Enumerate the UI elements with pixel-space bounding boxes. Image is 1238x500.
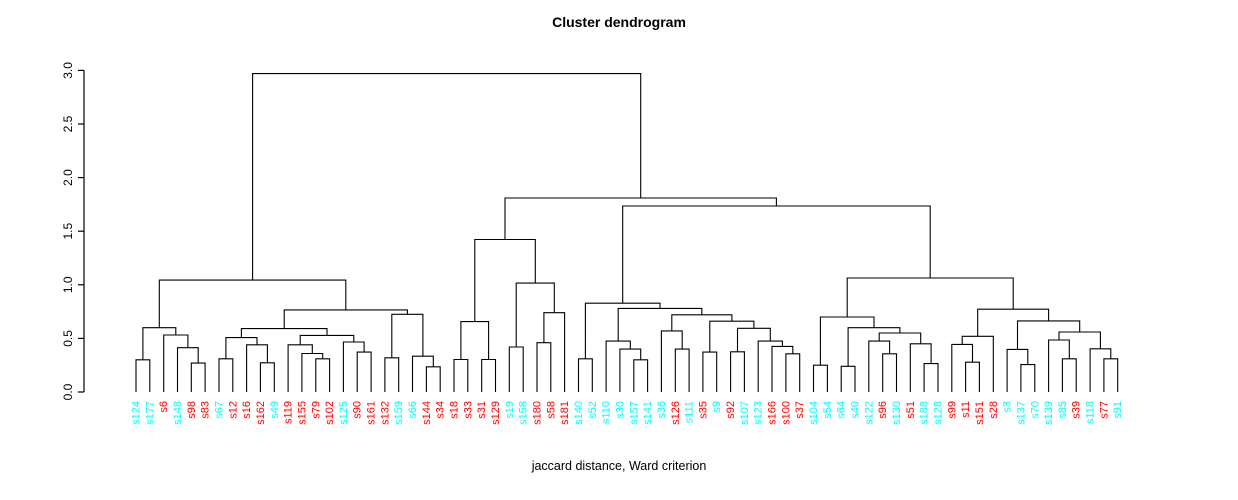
leaf-label-s119: s119	[283, 401, 295, 424]
leaf-label-s33: s33	[462, 401, 474, 419]
leaf-label-s157: s157	[628, 401, 640, 425]
leaf-label-s36: s36	[656, 401, 668, 419]
leaf-label-s85: s85	[1057, 401, 1069, 419]
leaf-label-s177: s177	[144, 401, 156, 425]
leaf-label-s30: s30	[614, 401, 626, 419]
y-tick-label: 0.5	[61, 330, 75, 347]
leaf-label-s139: s139	[1043, 401, 1055, 425]
leaf-label-s34: s34	[435, 401, 447, 419]
leaf-label-s159: s159	[393, 401, 405, 425]
leaf-label-s107: s107	[739, 401, 751, 425]
leaf-label-s49: s49	[269, 401, 281, 419]
leaf-label-s126: s126	[670, 401, 682, 425]
leaf-label-s137: s137	[1015, 401, 1027, 425]
leaf-label-s110: s110	[601, 401, 613, 424]
leaf-label-s11: s11	[960, 401, 972, 418]
leaf-label-s52: s52	[587, 401, 599, 419]
leaf-label-s54: s54	[822, 401, 834, 419]
y-tick-label: 2.5	[61, 115, 75, 132]
leaf-label-s125: s125	[338, 401, 350, 425]
leaf-label-s12: s12	[227, 401, 239, 419]
leaf-label-s104: s104	[808, 401, 820, 425]
leaf-label-s70: s70	[1029, 401, 1041, 419]
leaf-label-s66: s66	[407, 401, 419, 419]
leaf-label-s148: s148	[172, 401, 184, 425]
leaf-label-s35: s35	[697, 401, 709, 419]
leaf-label-s28: s28	[988, 401, 1000, 419]
leaf-label-s6: s6	[158, 401, 170, 413]
leaf-label-s129: s129	[490, 401, 502, 425]
dendrogram-links	[135, 73, 1119, 392]
leaf-label-s132: s132	[379, 401, 391, 425]
y-tick-label: 2.0	[61, 169, 75, 186]
leaf-label-s67: s67	[213, 401, 225, 419]
leaf-label-s122: s122	[863, 401, 875, 425]
leaf-label-s140: s140	[573, 401, 585, 425]
leaf-label-s31: s31	[476, 401, 488, 419]
leaf-label-s51: s51	[905, 401, 917, 419]
chart-title: Cluster dendrogram	[552, 14, 686, 30]
leaf-label-s91: s91	[1112, 401, 1124, 419]
leaf-label-s96: s96	[877, 401, 889, 419]
leaf-label-s144: s144	[421, 401, 433, 425]
leaf-label-s128: s128	[932, 401, 944, 425]
leaf-label-s161: s161	[366, 401, 378, 425]
leaf-label-s92: s92	[725, 401, 737, 419]
leaf-label-s40: s40	[850, 401, 862, 419]
leaf-label-s83: s83	[200, 401, 212, 419]
leaf-label-s180: s180	[531, 401, 543, 425]
y-tick-label: 1.0	[61, 276, 75, 293]
leaf-label-s16: s16	[241, 401, 253, 419]
leaf-label-s19: s19	[504, 401, 516, 419]
leaf-label-s181: s181	[559, 401, 571, 425]
leaf-label-s118: s118	[1085, 401, 1097, 424]
leaf-label-s90: s90	[352, 401, 364, 419]
leaf-label-s39: s39	[1071, 401, 1083, 419]
leaf-label-s100: s100	[780, 401, 792, 425]
y-tick-label: 0.0	[61, 383, 75, 400]
x-axis-label: jaccard distance, Ward criterion	[531, 459, 707, 473]
leaf-label-s151: s151	[974, 401, 986, 425]
leaf-label-s64: s64	[836, 401, 848, 419]
leaf-label-s123: s123	[753, 401, 765, 425]
leaf-label-s58: s58	[545, 401, 557, 419]
leaf-label-s3: s3	[1002, 401, 1014, 413]
leaf-label-s166: s166	[767, 401, 779, 425]
leaf-label-s77: s77	[1098, 401, 1110, 419]
leaf-label-s130: s130	[891, 401, 903, 425]
y-tick-label: 3.0	[61, 62, 75, 79]
leaf-label-s37: s37	[794, 401, 806, 419]
leaf-label-s124: s124	[131, 401, 143, 425]
leaf-label-s9: s9	[711, 401, 723, 413]
leaf-label-s162: s162	[255, 401, 267, 425]
y-tick-label: 1.5	[61, 223, 75, 240]
leaf-label-s111: s111	[684, 401, 696, 423]
leaf-label-s155: s155	[296, 401, 308, 425]
leaf-label-s99: s99	[946, 401, 958, 419]
leaf-label-s98: s98	[186, 401, 198, 419]
leaf-label-s188: s188	[919, 401, 931, 425]
leaf-label-s79: s79	[310, 401, 322, 419]
leaf-label-s158: s158	[518, 401, 530, 425]
leaf-label-s141: s141	[642, 401, 654, 425]
leaf-label-s18: s18	[449, 401, 461, 419]
leaf-label-s102: s102	[324, 401, 336, 425]
